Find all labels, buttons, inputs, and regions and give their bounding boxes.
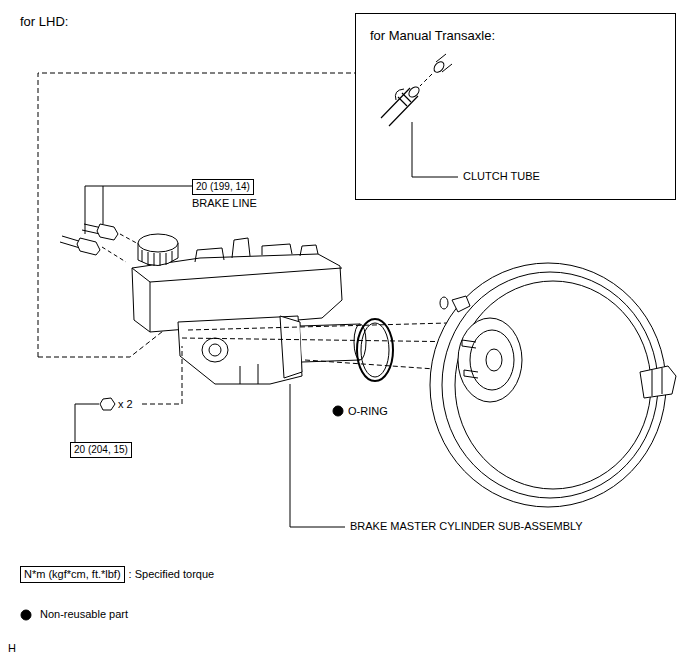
part-name: CLUTCH TUBE bbox=[463, 170, 540, 183]
legend-text: : Specified torque bbox=[129, 568, 215, 580]
legend-entry: : Specified torque bbox=[129, 568, 215, 581]
torque-value: N*m (kgf*cm, ft.*lbf) bbox=[24, 568, 121, 581]
torque-box: 20 (204, 15) bbox=[70, 442, 132, 458]
panel-heading: for Manual Transaxle: bbox=[356, 14, 675, 44]
torque-box: 20 (199, 14) bbox=[192, 179, 254, 195]
non-reusable-mark bbox=[333, 406, 343, 416]
master-cylinder-body bbox=[178, 316, 366, 384]
quantity-note: x 2 bbox=[118, 398, 133, 411]
figure-note: for LHD: bbox=[20, 14, 68, 30]
figure-code: H bbox=[8, 642, 16, 655]
torque-value: 20 (204, 15) bbox=[74, 444, 128, 456]
torque-legend-box: N*m (kgf*cm, ft.*lbf) bbox=[20, 566, 125, 583]
nut-symbol bbox=[100, 398, 115, 410]
part-name: O-RING bbox=[348, 405, 388, 418]
leader-line bbox=[75, 404, 99, 442]
legend-text: Non-reusable part bbox=[40, 608, 128, 620]
part-name: BRAKE LINE bbox=[192, 197, 257, 210]
leader-line bbox=[290, 384, 345, 527]
torque-value: 20 (199, 14) bbox=[196, 181, 250, 193]
brake-line-fitting bbox=[60, 224, 142, 262]
legend-entry: Non-reusable part bbox=[40, 608, 128, 621]
clutch-tube-drawing bbox=[381, 54, 452, 126]
non-reusable-mark bbox=[21, 610, 31, 620]
leader-line bbox=[412, 122, 458, 177]
dashed-guide bbox=[38, 73, 355, 357]
part-name: BRAKE MASTER CYLINDER SUB-ASSEMBLY bbox=[350, 520, 583, 533]
brake-booster bbox=[430, 263, 676, 507]
o-ring bbox=[357, 319, 393, 381]
reservoir bbox=[132, 234, 342, 332]
o-ring bbox=[361, 323, 389, 377]
dashed-guide bbox=[142, 346, 182, 404]
